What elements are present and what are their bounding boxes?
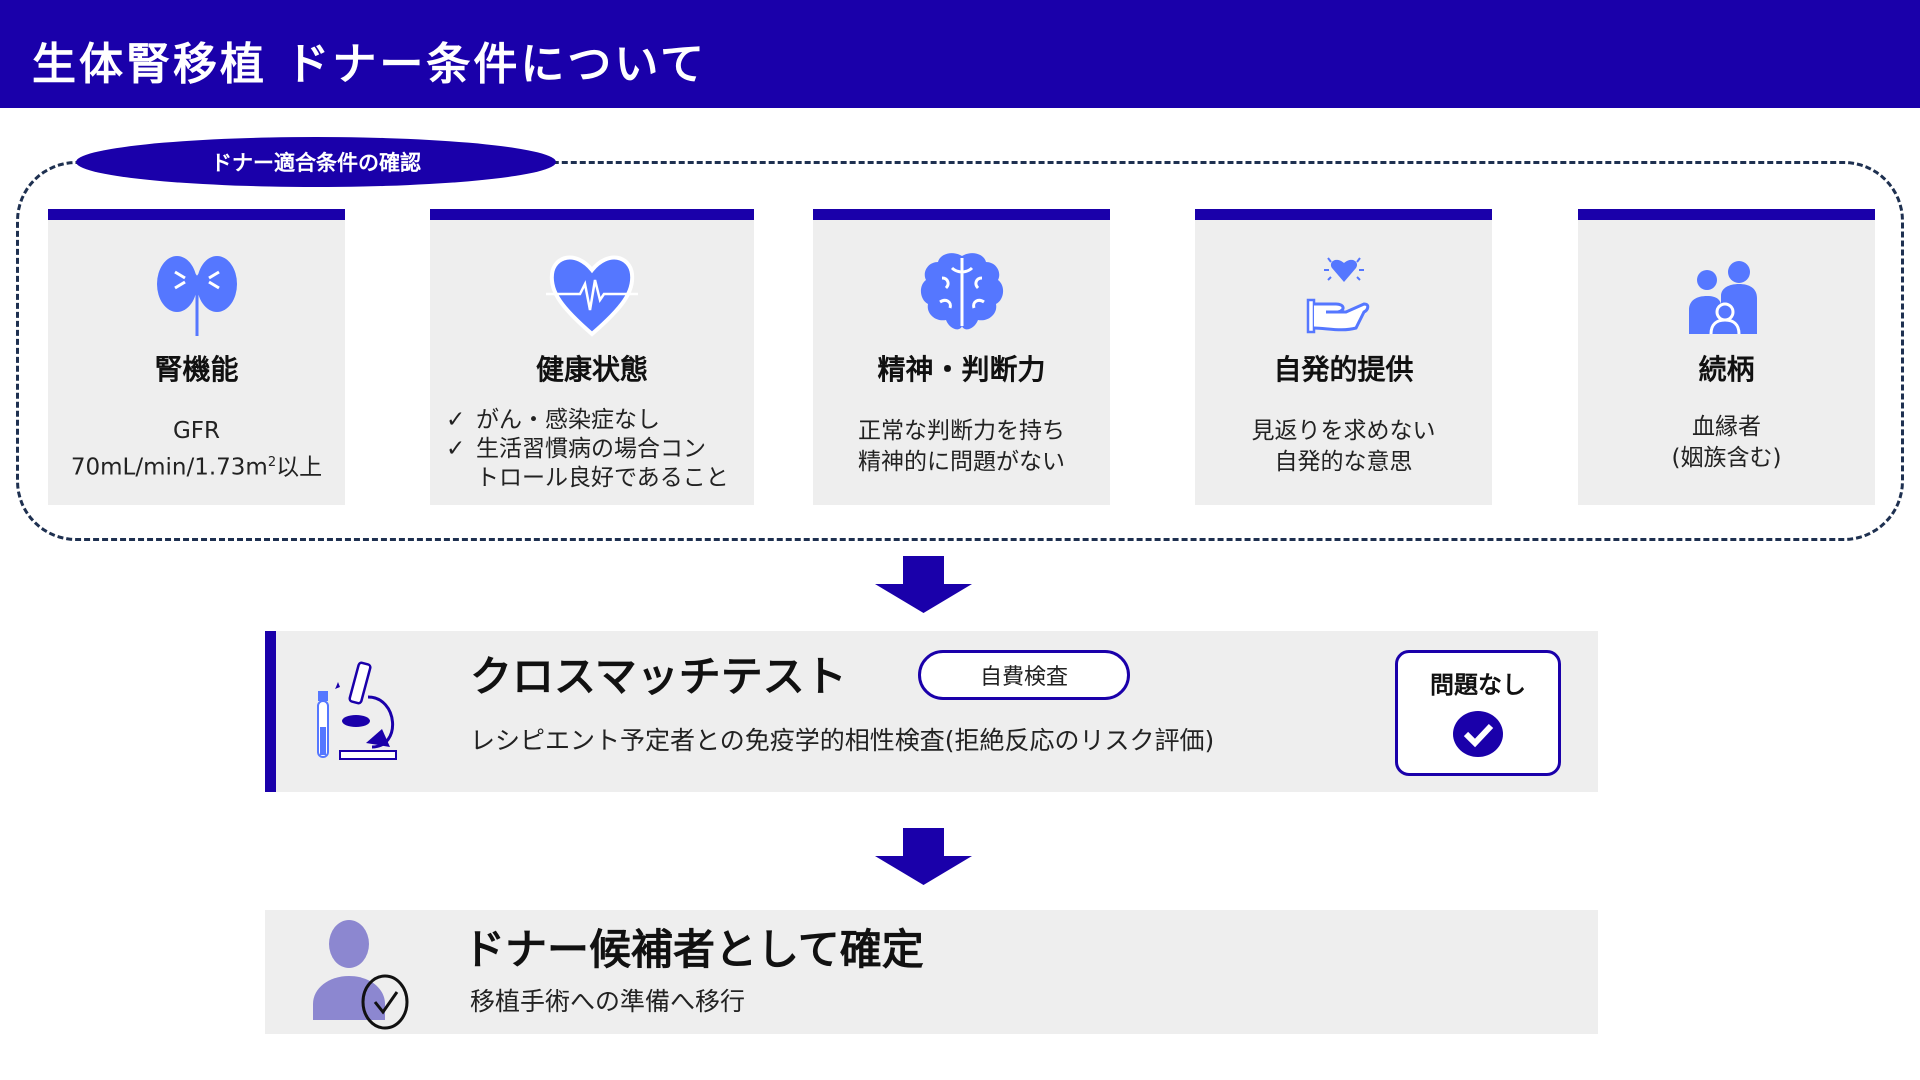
- card-mental-judgment: 精神・判断力 正常な判断力を持ち 精神的に問題がない: [813, 209, 1110, 505]
- final-description: 移植手術への準備へ移行: [470, 987, 746, 1016]
- card-body: 血縁者 (姻族含む): [1578, 412, 1875, 474]
- person-check-icon: [313, 920, 409, 1030]
- card-title: 健康状態: [535, 353, 648, 386]
- result-label: 問題なし: [1430, 671, 1526, 699]
- list-item: ✓ 生活習慣病の場合コン: [446, 435, 754, 464]
- crossmatch-panel: クロスマッチテスト 自費検査 レシピエント予定者との免疫学的相性検査(拒絶反応の…: [265, 631, 1598, 792]
- item-text: 生活習慣病の場合コン: [476, 436, 706, 462]
- crossmatch-title: クロスマッチテスト: [470, 652, 847, 701]
- card-voluntary-donation: 自発的提供 見返りを求めない 自発的な意思: [1195, 209, 1492, 505]
- heart-pulse-icon: [430, 248, 754, 338]
- card-body: GFR 70mL/min/1.73m2以上: [48, 416, 345, 484]
- card-title: 腎機能: [154, 353, 239, 386]
- section-label: ドナー適合条件の確認: [76, 137, 556, 187]
- kidney-icon: [48, 248, 345, 338]
- gfr-number: 70mL/min/1.73m: [70, 454, 268, 481]
- microscope-icon: [317, 661, 397, 760]
- final-title: ドナー候補者として確定: [463, 925, 924, 974]
- page-title: 生体腎移植 ドナー条件について: [32, 39, 707, 90]
- card-title: 自発的提供: [1273, 353, 1414, 386]
- card-title: 精神・判断力: [877, 353, 1046, 386]
- item-text: がん・感染症なし: [476, 407, 660, 433]
- down-arrow-icon: [875, 556, 972, 613]
- card-health-status: 健康状態 ✓ がん・感染症なし ✓ 生活習慣病の場合コン トロール良好であること: [430, 209, 754, 505]
- card-body: ✓ がん・感染症なし ✓ 生活習慣病の場合コン トロール良好であること: [430, 406, 754, 493]
- body-line: 見返りを求めない: [1251, 418, 1436, 444]
- result-badge: 問題なし: [1395, 650, 1561, 776]
- hand-heart-icon: [1195, 248, 1492, 338]
- body-line: 血縁者: [1692, 414, 1761, 440]
- self-pay-badge: 自費検査: [918, 650, 1130, 700]
- final-panel: ドナー候補者として確定 移植手術への準備へ移行: [265, 910, 1598, 1034]
- card-kidney-function: 腎機能 GFR 70mL/min/1.73m2以上: [48, 209, 345, 505]
- brain-icon: [813, 248, 1110, 338]
- check-icon: ✓: [446, 407, 466, 433]
- check-icon: ✓: [446, 436, 466, 462]
- gfr-suffix: 以上: [276, 454, 323, 481]
- gfr-label: GFR: [172, 418, 221, 444]
- header-bar: 生体腎移植 ドナー条件について: [0, 0, 1920, 108]
- gfr-superscript: 2: [267, 455, 277, 470]
- list-item-continuation: トロール良好であること: [446, 464, 754, 493]
- down-arrow-icon: [875, 828, 972, 885]
- gfr-value: 70mL/min/1.73m2以上: [48, 447, 345, 484]
- item-text: トロール良好であること: [476, 465, 729, 491]
- body-line: 正常な判断力を持ち: [858, 418, 1065, 444]
- body-line: 自発的な意思: [1274, 449, 1413, 475]
- crossmatch-description: レシピエント予定者との免疫学的相性検査(拒絶反応のリスク評価): [470, 726, 1215, 755]
- body-line: 精神的に問題がない: [858, 449, 1065, 475]
- card-relationship: 続柄 血縁者 (姻族含む): [1578, 209, 1875, 505]
- family-icon: [1578, 248, 1875, 338]
- conditions-group: [16, 161, 1904, 541]
- body-line: (姻族含む): [1671, 445, 1782, 471]
- card-title: 続柄: [1698, 353, 1755, 386]
- list-item: ✓ がん・感染症なし: [446, 406, 754, 435]
- card-body: 正常な判断力を持ち 精神的に問題がない: [813, 416, 1110, 478]
- check-circle-icon: [1453, 711, 1503, 757]
- card-body: 見返りを求めない 自発的な意思: [1195, 416, 1492, 478]
